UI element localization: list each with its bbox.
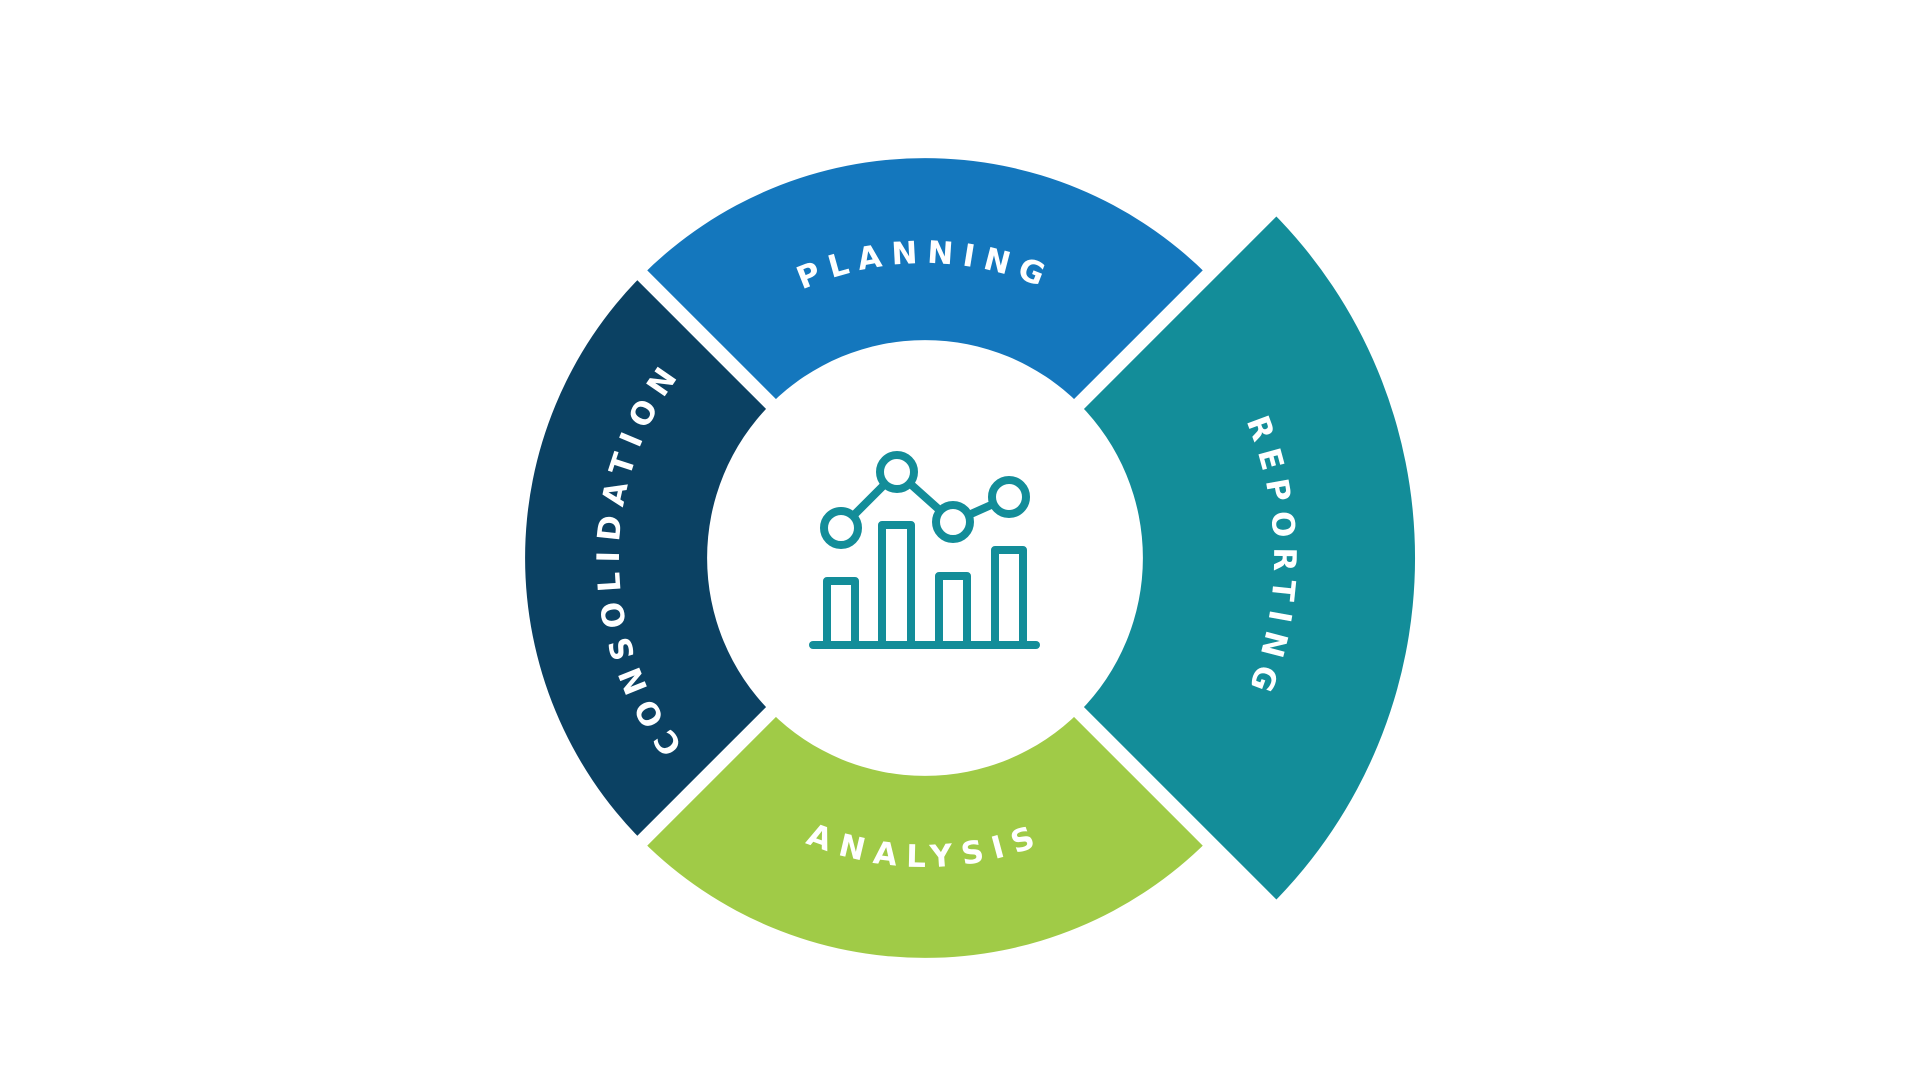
icon-trend-line: [837, 468, 1013, 532]
segment-dividers: [545, 178, 1305, 938]
consolidation-segment: [525, 275, 771, 841]
icon-point: [988, 476, 1030, 518]
icon-point: [876, 451, 918, 493]
reporting-segment: [1079, 211, 1416, 905]
icon-point: [820, 507, 862, 549]
planning-segment: [642, 158, 1208, 404]
icon-bar: [823, 577, 859, 649]
analysis-segment: [642, 712, 1208, 958]
bar-line-chart-icon: [809, 451, 1040, 649]
icon-bar: [935, 572, 971, 649]
icon-bar: [991, 546, 1027, 649]
icon-bar: [878, 521, 915, 649]
icon-point: [932, 501, 974, 543]
